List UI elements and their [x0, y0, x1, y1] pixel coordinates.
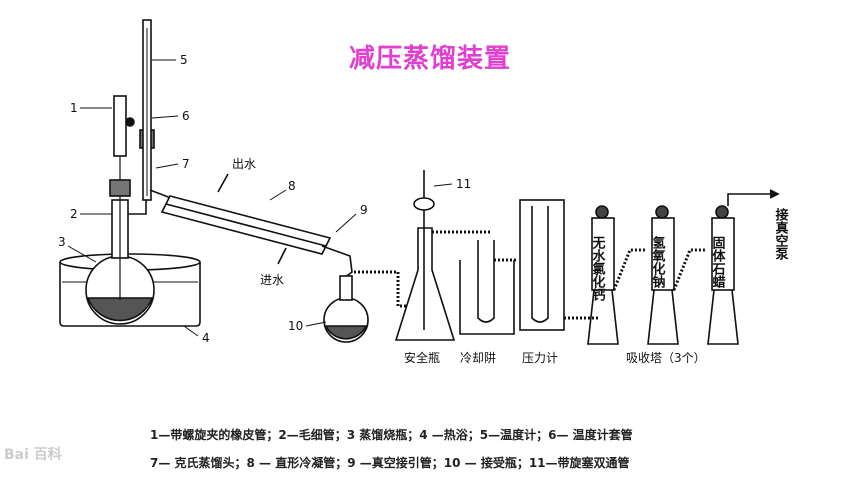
absorption-tower-3 [707, 205, 739, 345]
label-10: 10 [288, 319, 303, 333]
diagram-title: 减压蒸馏装置 [348, 44, 511, 74]
cold-trap-bath [459, 260, 515, 335]
caption-line-2: 7— 克氏蒸馏头；8 — 直形冷凝管；9 —真空接引管；10 — 接受瓶；11—… [150, 456, 630, 470]
tower-2-label: 氢氧化钠 [650, 235, 667, 289]
flask-liquid [86, 297, 154, 322]
label-11: 11 [456, 177, 471, 191]
label-8: 8 [288, 179, 296, 193]
rubber-tube [113, 95, 127, 157]
water-in-pipe [277, 247, 287, 265]
safety-bottle [394, 227, 456, 341]
screw-clamp [125, 117, 135, 127]
label-3: 3 [58, 235, 66, 249]
absorption-tower-1 [587, 205, 619, 345]
stopper-left [109, 179, 131, 197]
label-5: 5 [180, 53, 188, 67]
label-6: 6 [182, 109, 190, 123]
pressure-gauge-label: 压力计 [522, 351, 558, 365]
stopcock-tube [413, 197, 435, 211]
pump-label: 接真空泵 [773, 207, 789, 261]
safety-bottle-label: 安全瓶 [404, 350, 440, 365]
label-7: 7 [182, 157, 190, 171]
condenser-inner [165, 203, 327, 247]
tower-1-label: 无水氯化钙 [590, 236, 607, 302]
absorption-towers-label: 吸收塔（3个） [626, 351, 706, 365]
vacuum-adapter [321, 245, 353, 279]
water-out-pipe [217, 173, 229, 193]
absorption-tower-2 [647, 205, 679, 345]
cold-trap [477, 240, 495, 323]
pressure-gauge [519, 199, 565, 331]
label-9: 9 [360, 203, 368, 217]
water-in-label: 进水 [260, 273, 284, 287]
vacuum-hose [354, 270, 410, 308]
cold-trap-label: 冷却阱 [460, 351, 496, 365]
tower-3-label: 固体石蜡 [710, 236, 727, 289]
label-4: 4 [202, 331, 210, 345]
label-1: 1 [70, 101, 78, 115]
pump-arrow [727, 193, 776, 206]
caption-line-1: 1—带螺旋夹的橡皮管；2—毛细管；3 蒸馏烧瓶；4 —热浴；5—温度计；6— 温… [150, 428, 633, 442]
label-2: 2 [70, 207, 78, 221]
water-out-label: 出水 [232, 157, 256, 171]
heat-bath [59, 262, 201, 327]
watermark: Bai 百科 [4, 447, 62, 463]
